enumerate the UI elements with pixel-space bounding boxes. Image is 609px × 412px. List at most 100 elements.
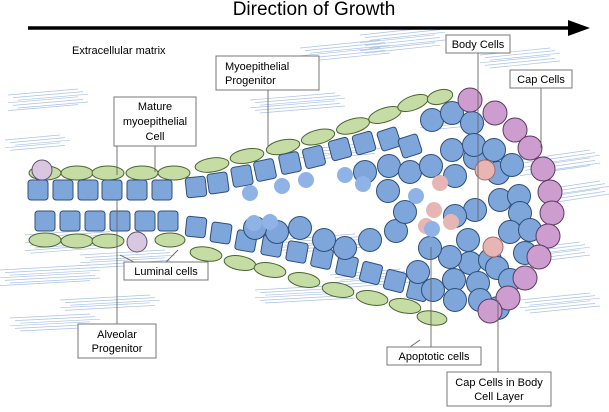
body-cell — [440, 138, 464, 162]
cap-cell — [537, 179, 563, 205]
cell-layers — [27, 87, 565, 326]
ecm-fiber — [369, 39, 446, 49]
luminal-cell — [109, 210, 131, 232]
label-cap-cells: Cap Cells — [509, 69, 573, 89]
label-leader-line — [165, 249, 179, 263]
luminal-cell — [59, 210, 81, 232]
luminal-cell — [383, 269, 407, 293]
ecm-fiber — [69, 299, 161, 306]
luminal-cell — [206, 171, 230, 195]
luminal-cell — [84, 210, 106, 232]
ecm-fiber — [4, 134, 61, 141]
myoepithelial-cell — [223, 255, 257, 271]
myoepithelial-cell — [125, 165, 159, 181]
body-cell — [440, 101, 464, 125]
ecm-fiber — [479, 47, 551, 56]
body-cell — [463, 198, 487, 222]
myoepithelial-cell — [189, 246, 223, 262]
luminal-cell — [151, 179, 173, 201]
myoepithelial-cell — [426, 88, 454, 106]
ecm-fiber — [369, 31, 446, 41]
ecm-fiber — [9, 321, 91, 327]
label-extracellular-matrix: Extracellular matrix — [72, 45, 166, 57]
body-cell — [406, 260, 430, 284]
ecm-fiber — [59, 302, 151, 309]
ecm-fiber — [4, 275, 96, 281]
label-alveolar-progenitor: Alveolar Progenitor — [77, 323, 157, 359]
body-cell — [398, 160, 422, 184]
ecm-fiber — [479, 55, 551, 64]
label-luminal-cells-text: Luminal cells — [134, 266, 198, 278]
ecm-fiber — [259, 97, 346, 106]
apoptotic-cell — [432, 175, 448, 191]
ecm-fiber — [0, 280, 91, 286]
luminal-cell — [397, 133, 423, 159]
luminal-cell — [285, 240, 309, 264]
apoptotic-cell — [426, 202, 442, 218]
body-cell — [421, 278, 445, 302]
myoepithelial-cell — [300, 128, 336, 146]
ecm-fiber — [14, 139, 71, 146]
ecm-fiber — [9, 313, 91, 319]
myoepithelial-progenitor-cell — [246, 215, 262, 231]
ecm-fiber — [359, 42, 436, 51]
luminal-cell — [34, 210, 56, 232]
ecm-fiber — [7, 88, 79, 96]
cap-cell — [526, 244, 552, 270]
cap-cell-in-body-layer — [474, 159, 496, 181]
cap-cell — [477, 298, 503, 324]
luminal-cell — [184, 175, 208, 199]
myoepithelial-cell — [28, 232, 62, 248]
ecm-fiber — [29, 246, 111, 254]
ecm-fiber — [359, 34, 436, 44]
myoepithelial-cell — [60, 165, 94, 181]
label-alveolar-line2: Progenitor — [92, 343, 143, 355]
ecm-fiber — [484, 50, 556, 58]
growth-arrow-head — [568, 20, 590, 36]
ecm-fiber — [249, 100, 336, 109]
luminal-cell — [351, 130, 377, 156]
cap-cell — [517, 135, 543, 161]
label-body-cells: Body Cells — [445, 34, 511, 54]
ecm-fiber — [304, 42, 386, 51]
cap-cell — [457, 87, 483, 113]
ecm-fiber — [309, 44, 391, 54]
myoepithelial-cell — [194, 157, 230, 173]
luminal-cell — [278, 151, 302, 175]
luminal-cell — [302, 145, 326, 169]
body-cell — [393, 200, 417, 224]
ecm-fiber — [524, 295, 596, 303]
label-myoepithelial-progenitor-line1: Myoepithelial — [225, 61, 289, 73]
body-cell — [438, 245, 462, 269]
luminal-cell — [209, 221, 233, 245]
myoepithelial-progenitor-cell — [262, 214, 278, 230]
label-mature-line1: Mature — [138, 101, 172, 113]
ecm-fiber — [519, 292, 591, 301]
myoepithelial-progenitor-cell — [424, 221, 440, 237]
ecm-fiber — [17, 101, 89, 109]
body-cell — [376, 179, 400, 203]
ecm-fiber — [59, 294, 151, 301]
ecm-fiber — [519, 300, 591, 309]
ecm-fiber — [4, 267, 96, 273]
ecm-fiber — [364, 37, 441, 46]
ecm-fiber — [64, 297, 156, 303]
ecm-fiber — [4, 142, 61, 149]
body-cell — [500, 153, 524, 177]
ecm-fiber — [549, 193, 609, 204]
ecm-fiber — [484, 58, 556, 66]
label-apoptotic-cells-text: Apoptotic cells — [399, 351, 470, 363]
ecm-fiber — [0, 272, 91, 279]
ecm-fiber — [254, 103, 341, 111]
myoepithelial-progenitor-cell — [408, 188, 424, 204]
myoepithelial-cell — [388, 298, 422, 314]
label-myoepithelial-progenitor: Myoepithelial Progenitor — [215, 55, 320, 91]
ecm-fiber — [17, 93, 89, 101]
myoepithelial-cell — [355, 290, 389, 306]
myoepithelial-cell — [416, 310, 448, 326]
luminal-cell — [77, 179, 99, 201]
luminal-cell — [376, 126, 402, 152]
myoepithelial-progenitor-cell — [337, 167, 353, 183]
label-apoptotic-cells: Apoptotic cells — [386, 346, 482, 366]
